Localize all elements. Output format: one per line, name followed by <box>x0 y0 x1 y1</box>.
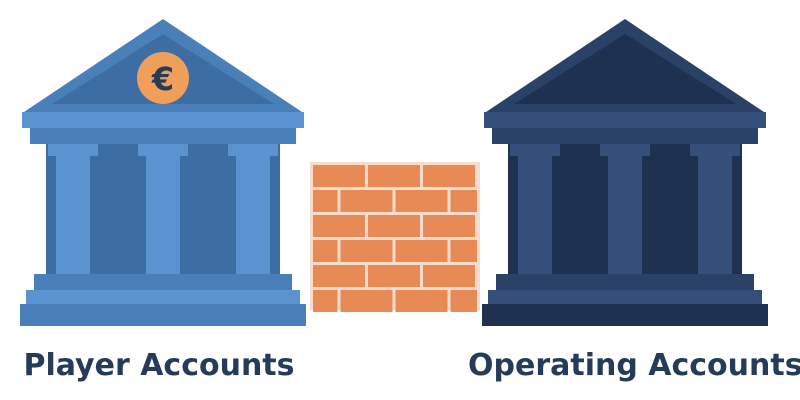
euro-symbol: € <box>151 60 174 98</box>
brick <box>368 215 420 237</box>
bank-frieze <box>30 128 296 144</box>
bank-step-bottom <box>482 304 768 326</box>
bank-step-mid <box>26 290 300 304</box>
brick <box>340 290 393 312</box>
bank-step-top <box>496 274 754 290</box>
brick <box>313 290 338 312</box>
brick <box>423 265 475 287</box>
bank-frieze <box>492 128 758 144</box>
player-accounts-bank-icon: € <box>20 19 306 326</box>
brick <box>313 265 365 287</box>
brick <box>423 215 475 237</box>
operating-accounts-label: Operating Accounts <box>468 348 800 383</box>
bank-step-top <box>34 274 292 290</box>
brick <box>395 190 448 212</box>
brick <box>313 215 365 237</box>
bank-column <box>138 144 188 274</box>
bank-entablature <box>484 112 766 128</box>
brick <box>340 240 393 262</box>
bank-column <box>228 144 278 274</box>
brick <box>423 165 475 187</box>
wall-bricks <box>313 165 477 312</box>
brick-wall-icon <box>310 162 480 312</box>
bank-step-mid <box>488 290 762 304</box>
brick <box>313 240 338 262</box>
brick <box>450 240 477 262</box>
bank-column <box>600 144 650 274</box>
euro-coin-icon: € <box>137 52 189 104</box>
bank-column <box>510 144 560 274</box>
brick <box>368 265 420 287</box>
bank-step-bottom <box>20 304 306 326</box>
brick <box>450 190 477 212</box>
bank-column <box>690 144 740 274</box>
brick <box>313 165 365 187</box>
bank-column <box>48 144 98 274</box>
brick <box>450 290 477 312</box>
brick <box>313 190 338 212</box>
player-accounts-label: Player Accounts <box>23 348 295 383</box>
brick <box>395 240 448 262</box>
bank-roof-inner <box>514 34 736 104</box>
bank-entablature <box>22 112 304 128</box>
brick <box>395 290 448 312</box>
operating-accounts-bank-icon <box>482 19 768 326</box>
brick <box>340 190 393 212</box>
brick <box>368 165 420 187</box>
